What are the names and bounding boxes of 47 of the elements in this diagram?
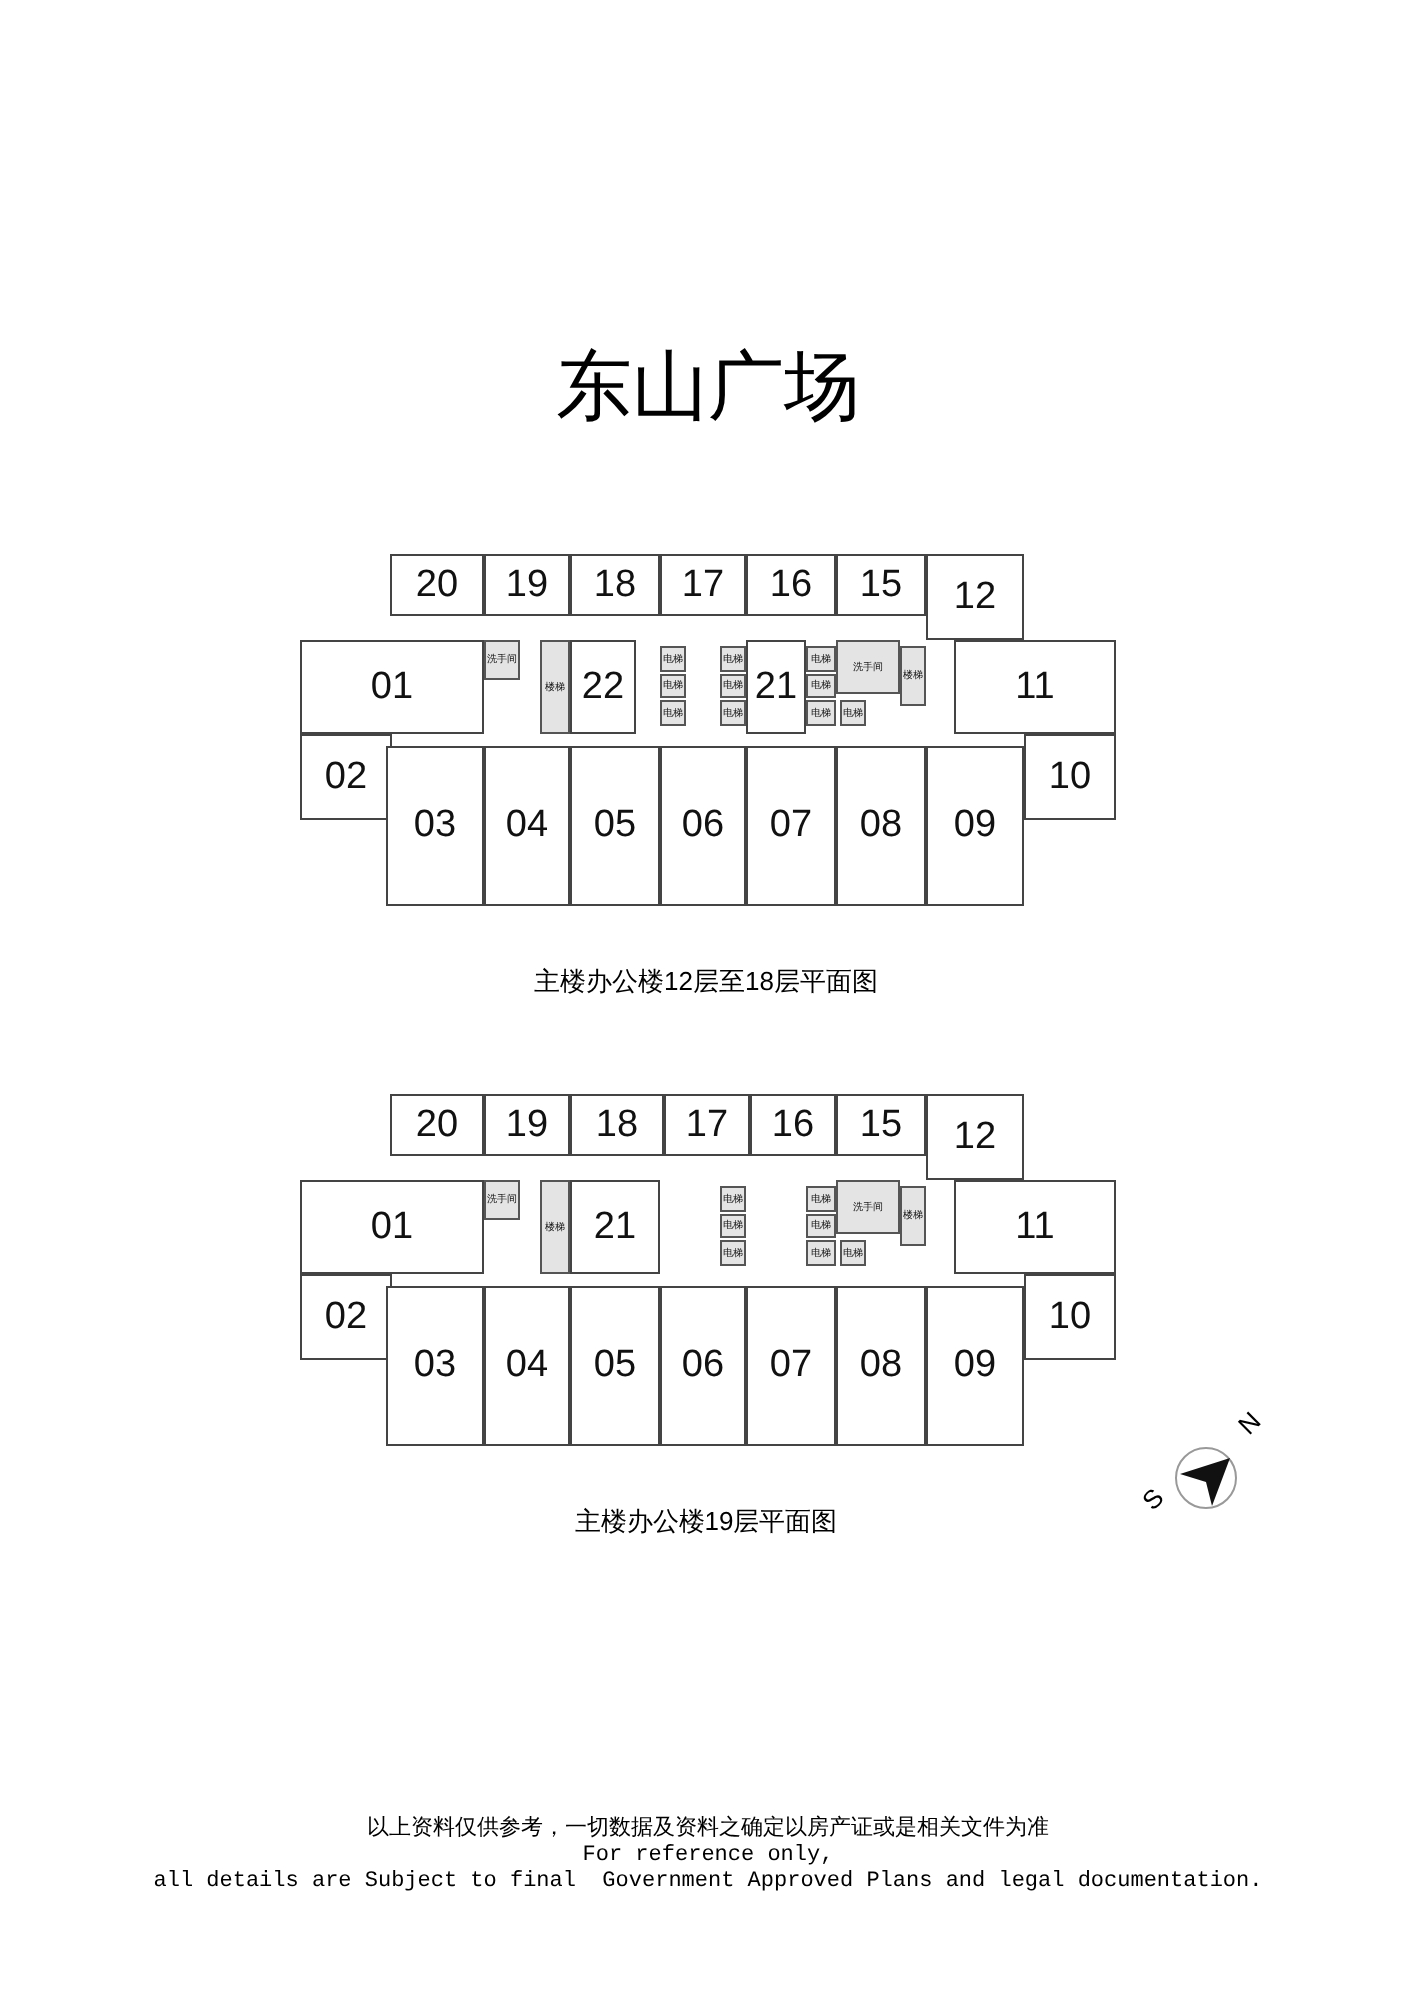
office-unit: 17 [664, 1094, 750, 1156]
office-unit: 12 [926, 1094, 1024, 1180]
office-unit: 02 [300, 734, 392, 820]
office-unit: 21 [570, 1180, 660, 1274]
office-unit: 15 [836, 554, 926, 616]
office-unit: 05 [570, 746, 660, 906]
office-unit: 09 [926, 1286, 1024, 1446]
office-unit: 19 [484, 1094, 570, 1156]
office-unit: 03 [386, 746, 484, 906]
office-unit: 21 [746, 640, 806, 734]
office-unit: 11 [954, 640, 1116, 734]
plan-caption: 主楼办公楼19层平面图 [572, 1504, 840, 1540]
office-unit: 10 [1024, 1274, 1116, 1360]
office-unit: 06 [660, 1286, 746, 1446]
office-unit: 11 [954, 1180, 1116, 1274]
office-unit: 03 [386, 1286, 484, 1446]
office-unit: 06 [660, 746, 746, 906]
office-unit: 16 [750, 1094, 836, 1156]
office-unit: 17 [660, 554, 746, 616]
disclaimer-text: 以上资料仅供参考，一切数据及资料之确定以房产证或是相关文件为准 [365, 1813, 1051, 1842]
plan-caption: 主楼办公楼12层至18层平面图 [532, 964, 880, 1000]
office-unit: 04 [484, 746, 570, 906]
office-unit: 20 [390, 1094, 484, 1156]
office-unit: 05 [570, 1286, 660, 1446]
office-unit: 08 [836, 1286, 926, 1446]
disclaimer-text: all details are Subject to final Government Approved Plans and legal documentation. [151, 1870, 1265, 1894]
office-unit: 20 [390, 554, 484, 616]
office-unit: 09 [926, 746, 1024, 906]
compass-letter: S [1135, 1482, 1170, 1516]
office-unit: 07 [746, 746, 836, 906]
office-unit: 10 [1024, 734, 1116, 820]
title: 东山广场 [554, 344, 862, 434]
office-unit: 18 [570, 1094, 664, 1156]
office-unit: 04 [484, 1286, 570, 1446]
office-unit: 19 [484, 554, 570, 616]
office-unit: 01 [300, 640, 484, 734]
office-unit: 07 [746, 1286, 836, 1446]
office-unit: 22 [570, 640, 636, 734]
office-unit: 18 [570, 554, 660, 616]
office-unit: 02 [300, 1274, 392, 1360]
compass-letter: N [1232, 1405, 1267, 1441]
office-unit: 08 [836, 746, 926, 906]
office-unit: 16 [746, 554, 836, 616]
office-unit: 12 [926, 554, 1024, 640]
office-unit: 01 [300, 1180, 484, 1274]
disclaimer-text: For reference only, [580, 1844, 836, 1868]
office-unit: 15 [836, 1094, 926, 1156]
